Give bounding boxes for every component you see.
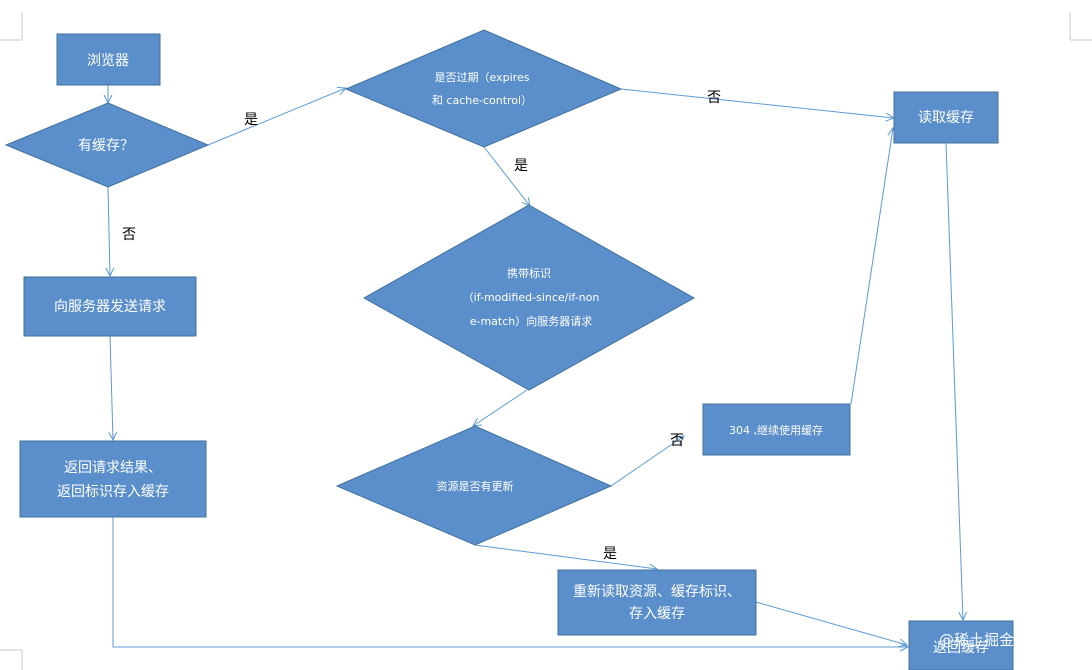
- arrow-updated-to-reread: [474, 544, 657, 569]
- node-return-result: 返回请求结果、 返回标识存入缓存: [19, 440, 207, 518]
- node-reread: 重新读取资源、缓存标识、 存入缓存: [557, 569, 757, 636]
- node-carry-label-line1: 携带标识: [507, 266, 551, 280]
- arrow-read-cache-to-return-cache: [945, 142, 963, 620]
- label-expired-yes: 是: [514, 158, 528, 174]
- node-carry-label-line2: （if-modified-since/if-non: [463, 291, 600, 304]
- label-expired-no: 否: [707, 90, 721, 106]
- node-reread-label-line2: 存入缓存: [629, 606, 685, 622]
- node-browser: 浏览器: [56, 33, 161, 86]
- node-not-modified: 304 ,继续使用缓存: [702, 403, 851, 456]
- node-return-result-label-line2: 返回标识存入缓存: [57, 484, 169, 500]
- arrow-has-cache-to-send-request: [108, 186, 110, 276]
- page-corner-marks: [0, 12, 1092, 670]
- label-updated-yes: 是: [603, 546, 617, 562]
- node-has-cache: 有缓存？: [4, 102, 210, 188]
- arrow-updated-to-not-modified: [610, 436, 684, 487]
- connectors: [108, 85, 963, 647]
- node-not-modified-label: 304 ,继续使用缓存: [729, 423, 823, 437]
- label-has-cache-no: 否: [122, 227, 136, 243]
- node-browser-label: 浏览器: [87, 53, 129, 69]
- arrow-carry-to-updated: [473, 389, 528, 426]
- node-return-cache-label: 返回缓存: [933, 640, 989, 656]
- node-updated-label: 资源是否有更新: [437, 479, 514, 493]
- watermark: @稀土掘金技术社区: [939, 631, 1074, 649]
- node-read-cache-label: 读取缓存: [918, 109, 974, 126]
- arrow-expired-to-carry: [483, 146, 530, 206]
- node-carry-label-line3: e-match）向服务器请求: [470, 314, 593, 328]
- arrow-send-request-to-return-result: [110, 335, 113, 440]
- label-has-cache-yes: 是: [244, 112, 258, 128]
- node-reread-label-line1: 重新读取资源、缓存标识、: [573, 583, 741, 600]
- node-expired-label-line1: 是否过期（expires: [435, 71, 530, 84]
- edge-labels: 是 否 否 是 否 是: [122, 90, 721, 562]
- arrow-reread-to-return-cache: [755, 601, 907, 645]
- arrow-not-modified-to-read-cache: [850, 128, 893, 405]
- label-updated-no: 否: [670, 433, 684, 449]
- node-has-cache-label: 有缓存？: [78, 138, 134, 154]
- arrow-return-result-to-return-cache: [112, 517, 908, 647]
- node-expired-label-line2: 和 cache-control）: [432, 94, 532, 107]
- node-return-result-label-line1: 返回请求结果、: [64, 460, 162, 476]
- node-carry-identifier: 携带标识 （if-modified-since/if-non e-match）向…: [362, 204, 696, 391]
- node-read-cache: 读取缓存: [893, 91, 999, 144]
- node-send-request-label: 向服务器发送请求: [54, 299, 166, 315]
- node-expired: 是否过期（expires 和 cache-control）: [344, 29, 623, 148]
- node-updated: 资源是否有更新: [335, 425, 613, 546]
- arrow-expired-to-read-cache: [620, 88, 894, 118]
- arrow-has-cache-to-expired: [207, 88, 346, 146]
- node-return-cache: 返回缓存: [908, 620, 1014, 670]
- node-send-request: 向服务器发送请求: [23, 276, 197, 337]
